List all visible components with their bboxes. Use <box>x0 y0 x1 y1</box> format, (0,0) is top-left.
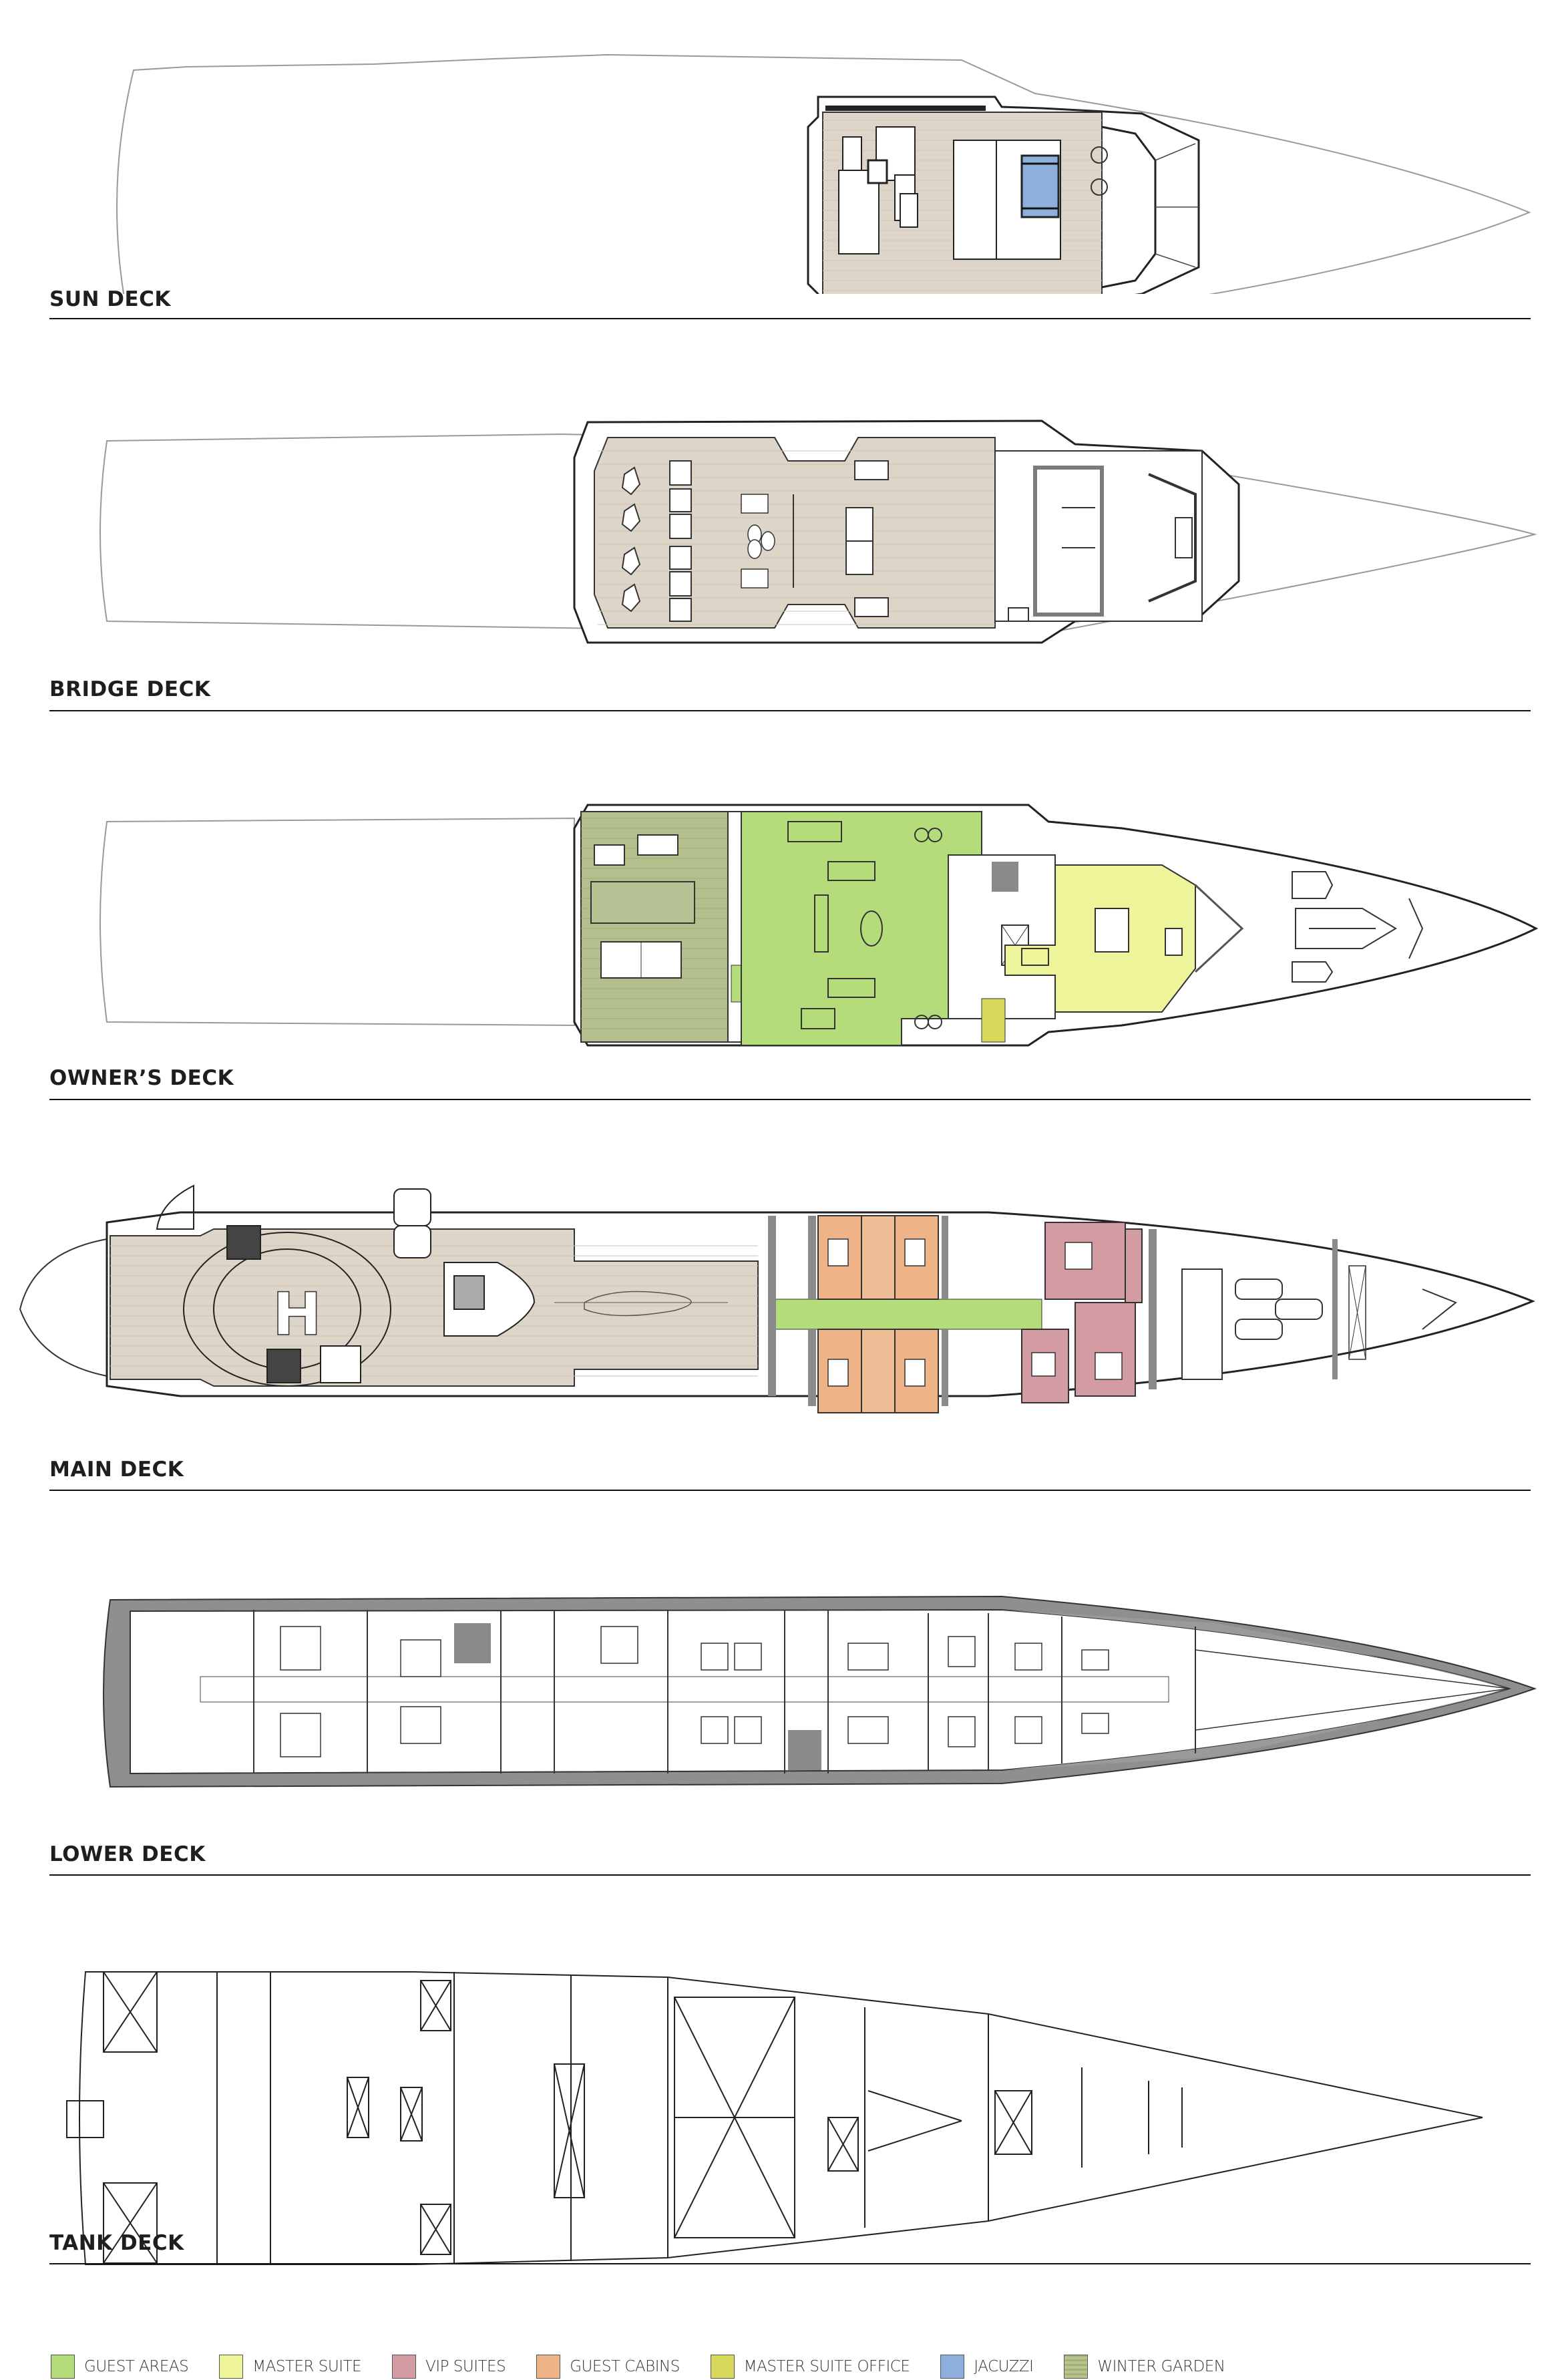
guest-areas-swatch <box>51 2355 75 2379</box>
helipad-marking: H <box>272 1280 322 1349</box>
owners-deck-section: OWNER’S DECK <box>0 728 1562 1122</box>
guest-cabins-swatch <box>536 2355 561 2379</box>
deck-label-main: MAIN DECK <box>49 1458 184 1482</box>
bridge-deck-section: BRIDGE DECK <box>0 334 1562 728</box>
legend-item-winter-garden: WINTER GARDEN <box>1064 2355 1225 2379</box>
main-deck-plan: H <box>19 1184 1535 1413</box>
color-legend: GUEST AREAS MASTER SUITE VIP SUITES GUES… <box>51 2353 1256 2380</box>
bridge-deck-plan <box>100 419 1537 644</box>
deck-label-bridge: BRIDGE DECK <box>49 677 211 701</box>
legend-item-guest-areas: GUEST AREAS <box>51 2355 189 2379</box>
bridge-deck-teak <box>594 437 996 629</box>
winter-garden-swatch <box>1064 2355 1089 2379</box>
legend-item-jacuzzi: JACUZZI <box>940 2355 1034 2379</box>
lower-deck-section: LOWER DECK <box>0 1516 1562 1910</box>
jacuzzi <box>1020 154 1060 218</box>
helipad-circle <box>183 1232 391 1387</box>
tank-deck-section: TANK DECK <box>0 1910 1562 2338</box>
deck-divider <box>49 710 1531 711</box>
owners-deck-plan <box>100 804 1539 1047</box>
legend-item-vip-suites: VIP SUITES <box>392 2355 506 2379</box>
main-deck-teak <box>110 1228 759 1387</box>
lower-deck-plan <box>103 1595 1537 1788</box>
deck-label-tank: TANK DECK <box>49 2231 184 2255</box>
deck-label-sun: SUN DECK <box>49 287 171 311</box>
master-suite-office-swatch <box>710 2355 735 2379</box>
guest-corridor <box>774 1299 1042 1330</box>
deck-divider <box>49 1099 1531 1100</box>
main-deck-section: H <box>0 1122 1562 1516</box>
deck-divider <box>49 2263 1531 2264</box>
deck-label-lower: LOWER DECK <box>49 1842 206 1866</box>
vip-suites-swatch <box>392 2355 417 2379</box>
sun-deck-section: SUN DECK <box>0 0 1562 334</box>
jacuzzi-swatch <box>940 2355 965 2379</box>
master-suite-swatch <box>219 2355 244 2379</box>
deck-divider <box>49 318 1531 319</box>
deck-divider <box>49 1874 1531 1876</box>
vip-suite <box>1075 1302 1136 1397</box>
deck-label-owners: OWNER’S DECK <box>49 1066 234 1090</box>
master-suite-office <box>981 998 1006 1043</box>
legend-item-guest-cabins: GUEST CABINS <box>536 2355 680 2379</box>
tank-deck-plan <box>66 1971 1483 2265</box>
legend-item-master-suite-office: MASTER SUITE OFFICE <box>710 2355 910 2379</box>
sun-deck-plan <box>116 53 1531 294</box>
deck-divider <box>49 1490 1531 1491</box>
legend-item-master-suite: MASTER SUITE <box>219 2355 362 2379</box>
